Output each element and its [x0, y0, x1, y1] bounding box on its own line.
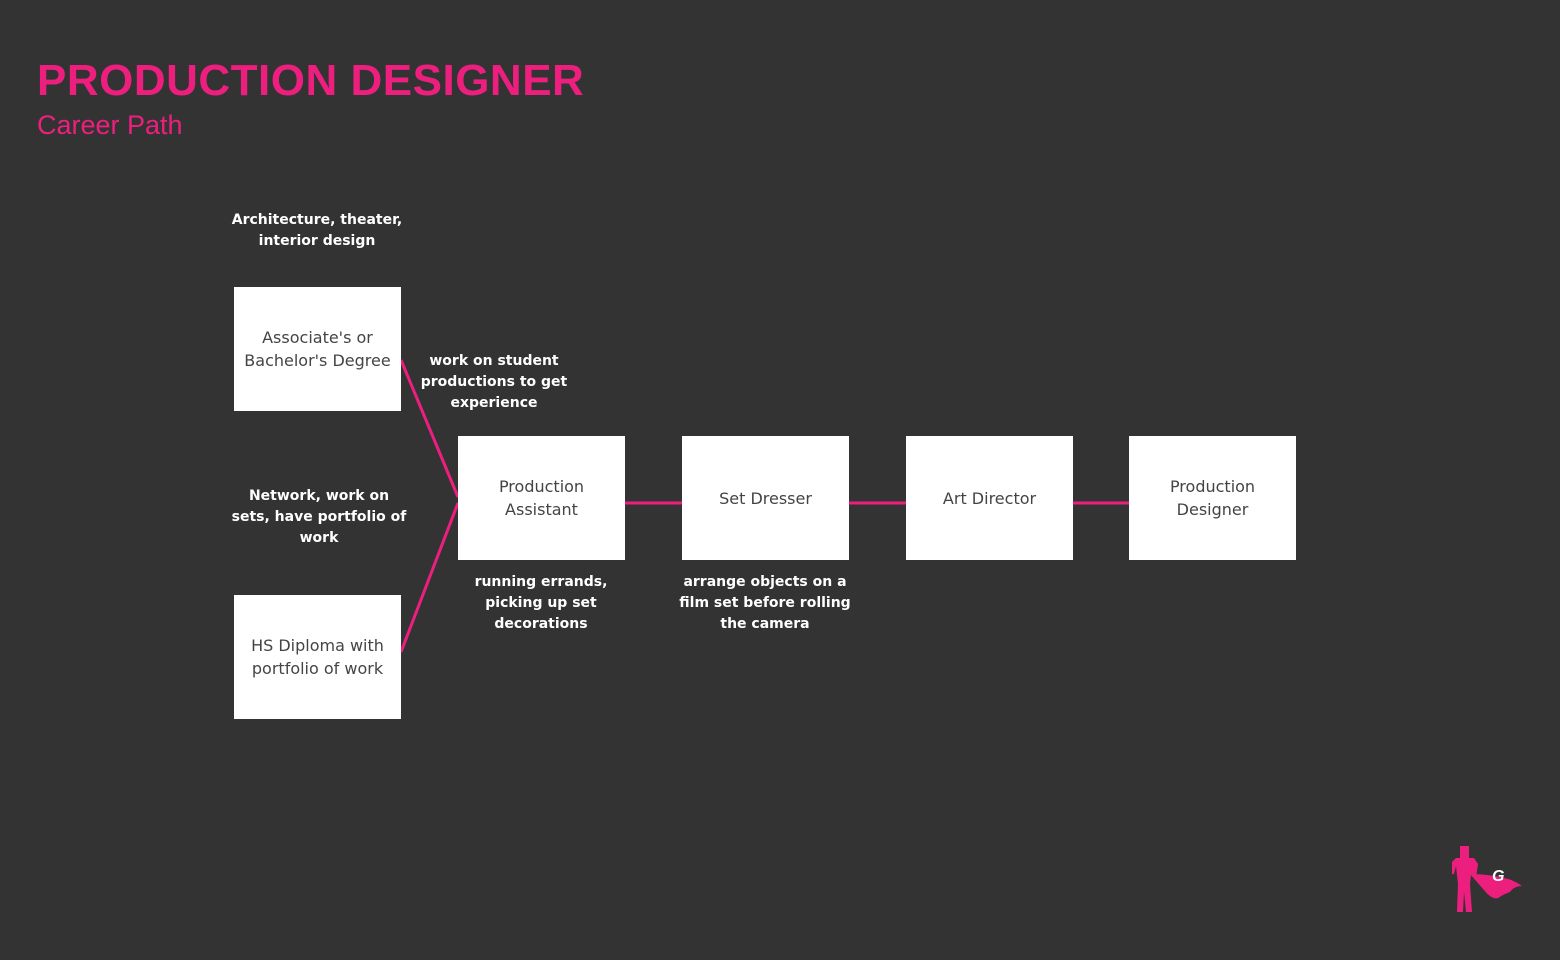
node-assistant-label: Production Assistant	[498, 477, 585, 519]
node-degree: Associate's or Bachelor's Degree	[234, 287, 401, 411]
node-assistant: Production Assistant	[458, 436, 625, 560]
superhero-logo-icon: G	[1452, 846, 1522, 912]
connector-degree-assistant	[399, 359, 460, 498]
node-degree-label: Associate's or Bachelor's Degree	[244, 328, 391, 370]
node-dresser-label: Set Dresser	[719, 488, 812, 508]
node-art-director: Art Director	[906, 436, 1073, 560]
note-degree: Architecture, theater, interior design	[231, 212, 403, 249]
note-network: Network, work on sets, have portfolio of…	[231, 488, 407, 546]
node-designer: Production Designer	[1129, 436, 1296, 560]
note-dresser: arrange objects on a film set before rol…	[679, 574, 851, 632]
note-student: work on student productions to get exper…	[420, 353, 568, 411]
logo-letter: G	[1492, 868, 1504, 885]
note-assistant: running errands, picking up set decorati…	[474, 574, 608, 632]
node-art-director-label: Art Director	[942, 488, 1037, 508]
node-diploma-label: HS Diploma with portfolio of work	[251, 636, 384, 678]
node-designer-label: Production Designer	[1169, 477, 1256, 519]
connector-diploma-assistant	[399, 502, 460, 653]
node-diploma: HS Diploma with portfolio of work	[234, 595, 401, 719]
page-title: PRODUCTION DESIGNER	[37, 56, 585, 105]
node-dresser: Set Dresser	[682, 436, 849, 560]
page-subtitle: Career Path	[37, 110, 183, 140]
